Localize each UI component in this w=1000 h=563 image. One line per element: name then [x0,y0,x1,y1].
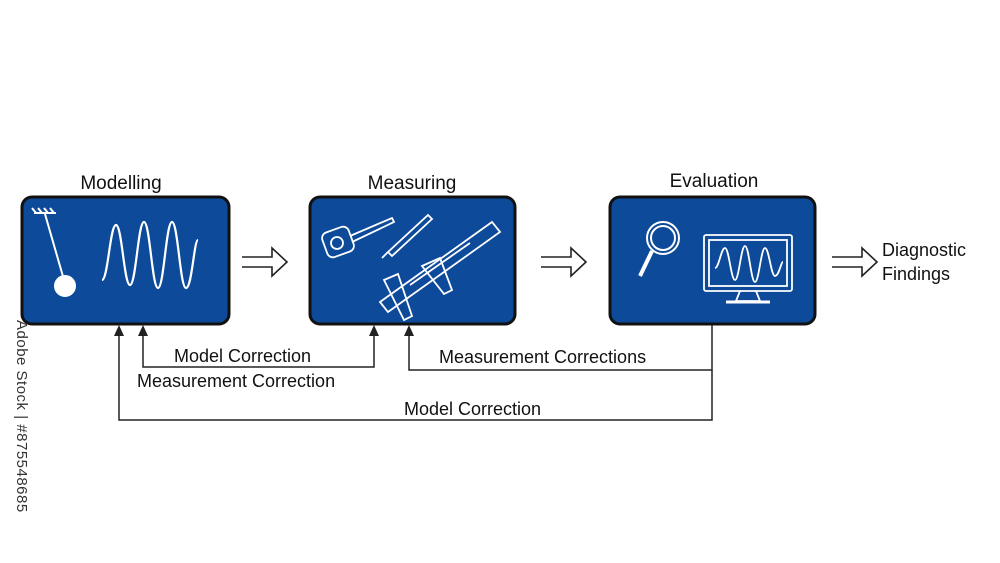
stock-watermark: Adobe Stock | #875548685 [6,320,36,560]
feedback-line-model-correction-inner [142,333,375,368]
arrow-modelling-to-measuring [242,246,289,278]
label-measurement-corrections: Measurement Corrections [439,347,647,367]
evaluation-panel [608,195,817,326]
feedback-arrowhead [404,325,414,336]
feedback-line-measurement-corrections [408,325,713,371]
watermark-text: Adobe Stock | #875548685 [13,320,30,513]
feedback-arrowhead [369,325,379,336]
arrow-evaluation-to-findings [832,246,879,278]
output-line-2: Findings [882,264,951,284]
feedback-line-model-correction-outer [118,333,713,421]
screwdriver-icon [381,213,434,259]
output-line-1: Diagnostic [882,240,967,260]
magnifier-icon [638,221,680,277]
caliper-icon [378,220,502,322]
modelling-panel [20,195,231,326]
measuring-panel [308,195,517,326]
pendulum-icon [31,207,76,297]
label-model-correction-outer: Model Correction [404,399,542,419]
measuring-tape-icon [321,216,396,259]
output-findings: Diagnostic Findings [882,238,966,286]
arrow-measuring-to-evaluation [541,246,588,278]
feedback-arrowhead [114,325,124,336]
label-model-correction-inner: Model Correction [174,346,312,366]
feedback-arrowhead [138,325,148,336]
stage-title-measuring: Measuring [367,173,457,194]
sine-wave-icon [100,220,200,290]
monitor-icon [703,234,793,304]
stage-title-modelling: Modelling [80,173,162,194]
label-measurement-correction: Measurement Correction [137,371,336,391]
stage-title-evaluation: Evaluation [669,171,759,192]
